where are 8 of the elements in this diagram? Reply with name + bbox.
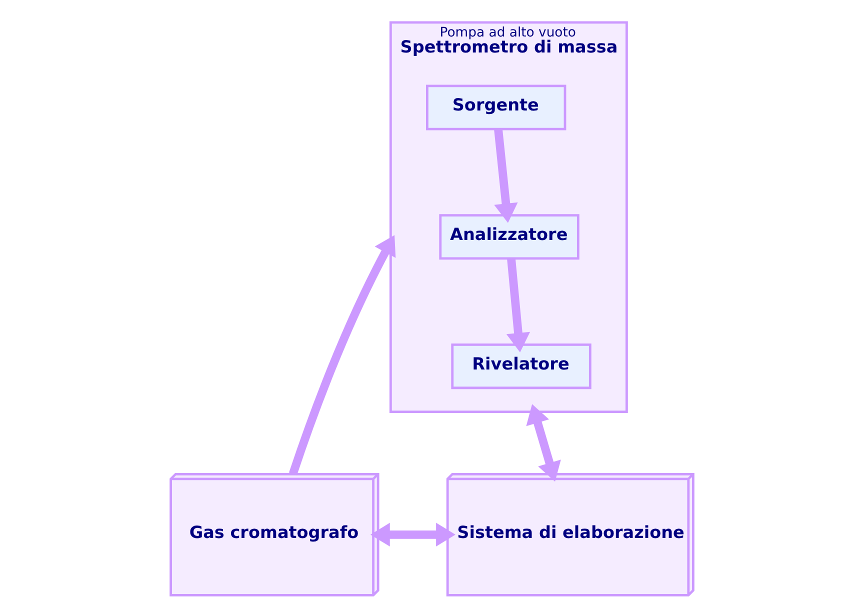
arrow	[526, 404, 561, 482]
arrow	[494, 128, 518, 223]
node-box: Rivelatore	[451, 344, 592, 390]
node-box: Sorgente	[426, 84, 566, 130]
arrow	[288, 235, 396, 476]
arrow	[506, 258, 530, 352]
arrow	[370, 522, 456, 547]
node-box: Analizzatore	[439, 214, 580, 260]
